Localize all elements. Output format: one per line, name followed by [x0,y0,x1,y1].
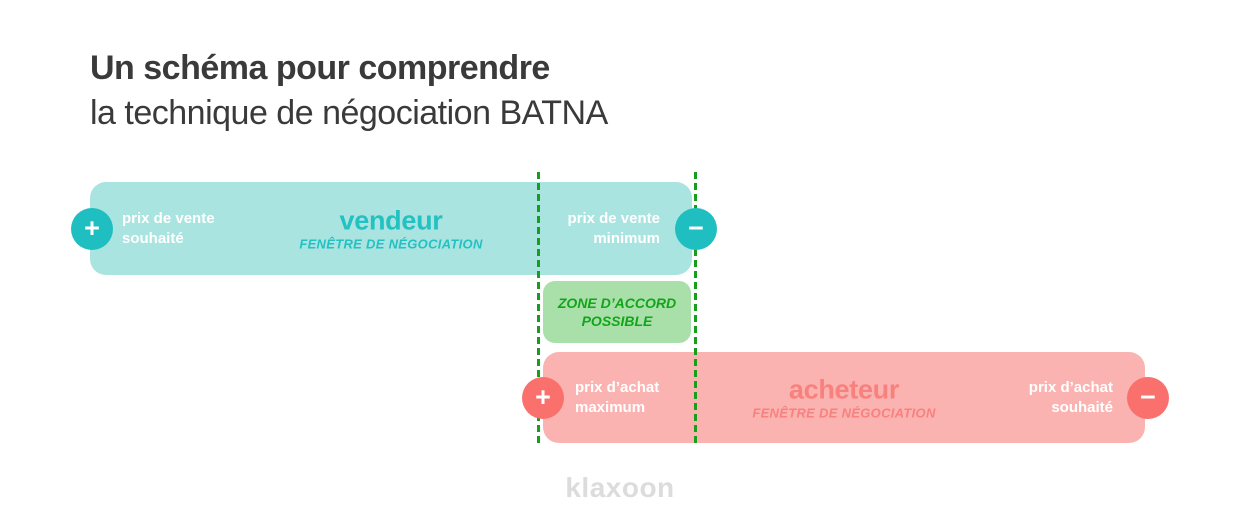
buyer-max-price-line2: maximum [575,398,646,416]
seller-label: vendeur [339,205,443,235]
buyer-sublabel: FENÊTRE DE NÉGOCIATION [752,405,936,420]
klaxoon-logo: klaxoon [565,472,675,503]
agreement-zone-box: ZONE D’ACCORD POSSIBLE [543,281,691,343]
buyer-min-price-label: prix d’achat souhaité [1029,378,1113,418]
buyer-bar-title: acheteur FENÊTRE DE NÉGOCIATION [543,375,1145,420]
page-title: Un schéma pour comprendre la technique d… [90,46,608,136]
minus-sign: − [688,212,704,243]
plus-icon: + [522,377,564,419]
buyer-negotiation-bar: prix d’achat maximum acheteur FENÊTRE DE… [543,352,1145,443]
plus-sign: + [535,381,551,412]
seller-min-price-line2: minimum [593,229,660,247]
seller-negotiation-bar: prix de vente souhaité vendeur FENÊTRE D… [90,182,692,275]
seller-sublabel: FENÊTRE DE NÉGOCIATION [299,236,483,251]
buyer-max-price-label: prix d’achat maximum [575,378,659,418]
page-title-line2: la technique de négociation BATNA [90,94,608,132]
seller-min-price-line1: prix de vente [567,209,660,227]
seller-max-price-label: prix de vente souhaité [122,209,215,249]
agreement-zone-line2: POSSIBLE [581,313,653,329]
agreement-zone-line1: ZONE D’ACCORD [557,295,677,311]
seller-min-price-label: prix de vente minimum [567,209,660,249]
minus-icon: − [675,208,717,250]
plus-sign: + [84,212,100,243]
buyer-min-price-line1: prix d’achat [1028,378,1113,396]
zone-left-dashed-line [537,172,540,447]
page-title-line1: Un schéma pour comprendre [90,49,550,87]
minus-icon: − [1127,377,1169,419]
buyer-label: acheteur [788,374,900,404]
seller-max-price-line2: souhaité [122,229,184,247]
buyer-max-price-line1: prix d’achat [575,378,660,396]
zone-right-dashed-line [694,172,697,447]
seller-bar-title: vendeur FENÊTRE DE NÉGOCIATION [90,206,692,251]
seller-max-price-line1: prix de vente [122,209,215,227]
plus-icon: + [71,208,113,250]
buyer-min-price-line2: souhaité [1051,398,1113,416]
minus-sign: − [1140,381,1156,412]
